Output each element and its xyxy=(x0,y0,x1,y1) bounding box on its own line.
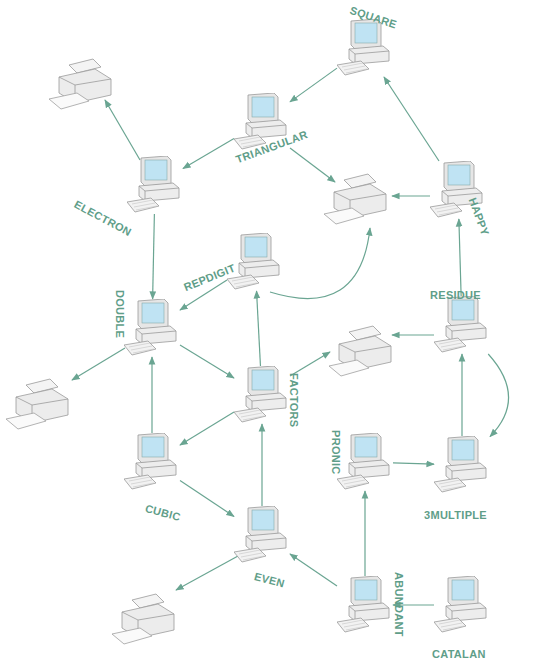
network-link xyxy=(488,354,508,437)
node-label: CUBIC xyxy=(144,502,182,523)
printer-icon xyxy=(112,594,174,644)
computer-icon xyxy=(337,576,393,634)
printer-icon xyxy=(49,59,111,109)
node-label: 3MULTIPLE xyxy=(424,509,487,521)
network-link xyxy=(459,219,461,296)
computer-node: PRONIC xyxy=(337,433,393,491)
printer-icon xyxy=(6,379,68,429)
printer-link xyxy=(270,228,370,299)
network-link xyxy=(151,357,152,433)
network-link xyxy=(290,554,337,586)
network-link xyxy=(290,68,337,102)
computer-icon xyxy=(234,366,290,424)
network-link xyxy=(384,77,439,161)
computer-node: ABUNDANT xyxy=(337,576,393,634)
node-label: RESIDUE xyxy=(430,289,481,301)
node-label: DOUBLE xyxy=(114,290,126,338)
computer-node: HAPPY xyxy=(430,161,486,219)
node-label: ABUNDANT xyxy=(393,572,405,637)
network-link xyxy=(393,463,434,464)
node-label: FACTORS xyxy=(288,373,300,427)
printer-link xyxy=(290,148,335,182)
network-link xyxy=(261,424,262,506)
printer-link xyxy=(105,100,140,160)
computer-icon xyxy=(234,506,290,564)
node-label: REPDIGIT xyxy=(182,262,237,293)
network-link xyxy=(180,345,234,378)
network-link xyxy=(180,481,234,517)
computer-icon xyxy=(434,296,490,354)
printer-link xyxy=(392,195,430,196)
computer-icon xyxy=(127,156,183,214)
network-link xyxy=(257,291,261,366)
printer-icon xyxy=(324,174,386,224)
node-label: HAPPY xyxy=(467,196,492,237)
computer-icon xyxy=(227,233,283,291)
computer-icon xyxy=(124,299,180,357)
computer-node: REPDIGIT xyxy=(227,233,283,291)
network-link xyxy=(153,214,155,299)
computer-icon xyxy=(434,436,490,494)
printer-link xyxy=(392,334,434,335)
computer-node: CUBIC xyxy=(124,433,180,491)
computer-node: TRIANGULAR xyxy=(234,93,290,151)
computer-icon xyxy=(337,19,393,77)
node-label: CATALAN xyxy=(432,648,486,660)
network-link xyxy=(180,412,234,445)
computer-node: 3MULTIPLE xyxy=(434,436,490,494)
network-link xyxy=(461,354,462,436)
printer-link xyxy=(72,348,125,380)
node-label: PRONIC xyxy=(330,430,342,475)
printer-link xyxy=(176,556,238,590)
computer-node: FACTORS xyxy=(234,366,290,424)
node-label: EVEN xyxy=(253,570,286,590)
computer-node: RESIDUE xyxy=(434,296,490,354)
computer-node: CATALAN xyxy=(434,576,490,634)
computer-node: SQUARE xyxy=(337,19,393,77)
computer-node: DOUBLE xyxy=(124,299,180,357)
computer-icon xyxy=(124,433,180,491)
computer-node: EVEN xyxy=(234,506,290,564)
printer-icon xyxy=(329,326,391,376)
network-link xyxy=(183,138,234,168)
printer-link xyxy=(290,352,330,376)
computer-icon xyxy=(434,576,490,634)
network-link xyxy=(364,491,365,576)
node-label: ELECTRON xyxy=(72,198,133,238)
computer-node: ELECTRON xyxy=(127,156,183,214)
computer-icon xyxy=(337,433,393,491)
